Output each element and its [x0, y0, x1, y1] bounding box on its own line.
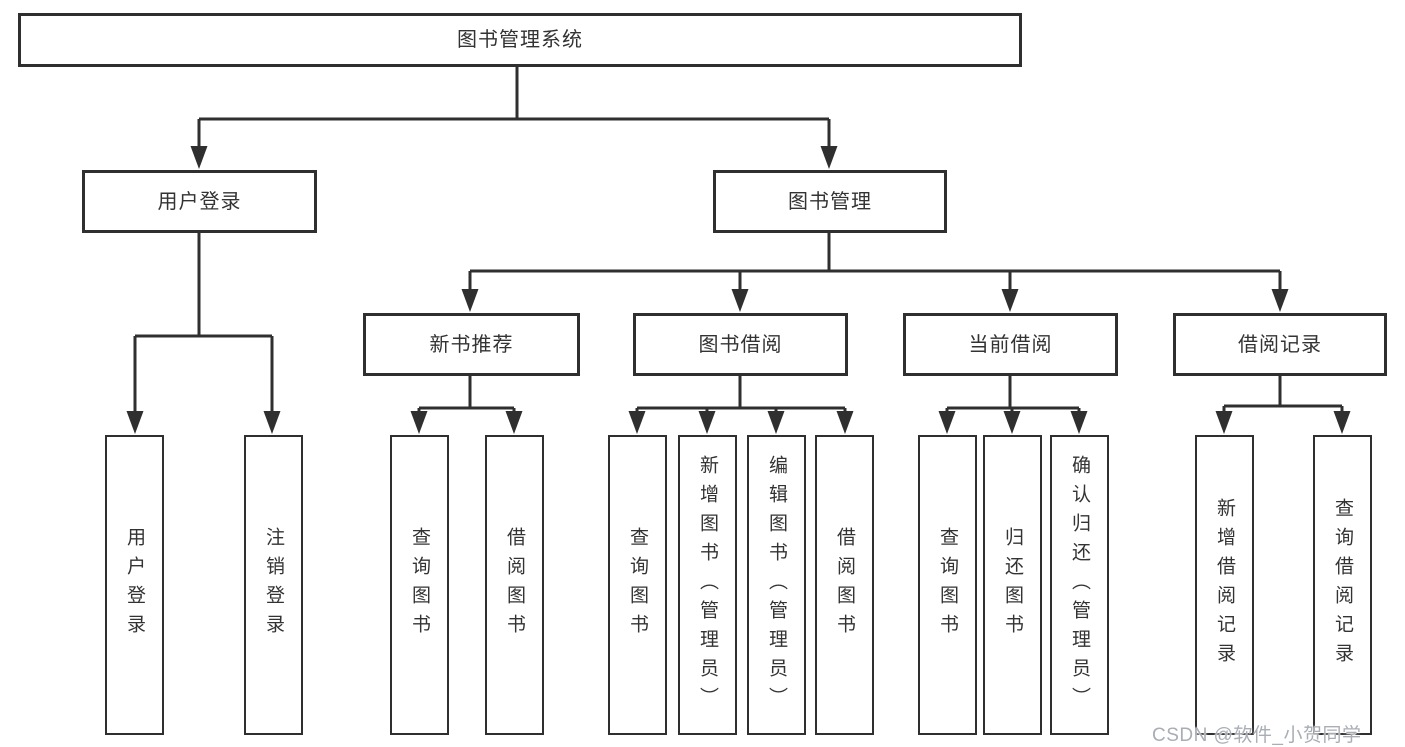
node-leaf-add-books-admin-label: 新增图书（管理员）: [697, 454, 718, 716]
node-leaf-return-books: 归还图书: [983, 435, 1042, 735]
node-current-borrow: 当前借阅: [903, 313, 1118, 376]
node-leaf-user-login: 用户登录: [105, 435, 164, 735]
node-borrow-records: 借阅记录: [1173, 313, 1387, 376]
node-leaf-query-borrow-record-label: 查询借阅记录: [1332, 498, 1353, 672]
arrow-down-icon: [731, 289, 749, 312]
arrow-down-icon: [628, 411, 646, 434]
node-leaf-borrow-books: 借阅图书: [815, 435, 874, 735]
node-book-borrow-label: 图书借阅: [698, 333, 783, 356]
node-user-login: 用户登录: [82, 170, 317, 233]
node-current-borrow-label: 当前借阅: [968, 333, 1053, 356]
node-leaf-query-books-current: 查询图书: [918, 435, 977, 735]
arrow-down-icon: [1003, 411, 1021, 434]
node-leaf-query-borrow-record: 查询借阅记录: [1313, 435, 1372, 735]
node-leaf-query-books-borrow-label: 查询图书: [627, 527, 648, 643]
arrow-down-icon: [126, 411, 144, 434]
node-leaf-logout-label: 注销登录: [263, 527, 284, 643]
node-book-management-label: 图书管理: [788, 190, 872, 213]
csdn-watermark: CSDN @软件_小贺同学: [1152, 725, 1362, 746]
node-new-book-recommend: 新书推荐: [363, 313, 580, 376]
arrow-down-icon: [698, 411, 716, 434]
node-leaf-confirm-return-admin: 确认归还（管理员）: [1050, 435, 1109, 735]
node-leaf-query-books-borrow: 查询图书: [608, 435, 667, 735]
node-leaf-edit-books-admin: 编辑图书（管理员）: [747, 435, 806, 735]
node-leaf-add-borrow-record: 新增借阅记录: [1195, 435, 1254, 735]
node-leaf-add-books-admin: 新增图书（管理员）: [678, 435, 737, 735]
node-leaf-borrow-books-label: 借阅图书: [834, 527, 855, 643]
node-leaf-query-books-recommend: 查询图书: [390, 435, 449, 735]
node-leaf-borrow-books-recommend-label: 借阅图书: [504, 527, 525, 643]
arrow-down-icon: [820, 146, 838, 169]
node-borrow-records-label: 借阅记录: [1238, 333, 1322, 356]
node-new-book-recommend-label: 新书推荐: [429, 333, 514, 356]
arrow-down-icon: [1001, 289, 1019, 312]
node-user-login-label: 用户登录: [157, 190, 242, 213]
node-book-management: 图书管理: [713, 170, 947, 233]
node-leaf-confirm-return-admin-label: 确认归还（管理员）: [1069, 454, 1090, 716]
arrow-down-icon: [767, 411, 785, 434]
node-leaf-return-books-label: 归还图书: [1002, 527, 1023, 643]
node-leaf-logout: 注销登录: [244, 435, 303, 735]
node-leaf-borrow-books-recommend: 借阅图书: [485, 435, 544, 735]
arrow-down-icon: [1070, 411, 1088, 434]
arrow-down-icon: [836, 411, 854, 434]
arrow-down-icon: [1333, 411, 1351, 434]
node-root: 图书管理系统: [18, 13, 1022, 67]
node-leaf-add-borrow-record-label: 新增借阅记录: [1214, 498, 1235, 672]
arrow-down-icon: [1215, 411, 1233, 434]
node-leaf-edit-books-admin-label: 编辑图书（管理员）: [766, 454, 787, 716]
arrow-down-icon: [410, 411, 428, 434]
arrow-down-icon: [190, 146, 208, 169]
arrow-down-icon: [1271, 289, 1289, 312]
node-leaf-query-books-current-label: 查询图书: [937, 527, 958, 643]
arrow-down-icon: [461, 289, 479, 312]
arrow-down-icon: [938, 411, 956, 434]
node-leaf-user-login-label: 用户登录: [124, 527, 145, 643]
node-root-label: 图书管理系统: [457, 29, 583, 51]
node-book-borrow: 图书借阅: [633, 313, 848, 376]
arrow-down-icon: [263, 411, 281, 434]
node-leaf-query-books-recommend-label: 查询图书: [409, 527, 430, 643]
arrow-down-icon: [505, 411, 523, 434]
